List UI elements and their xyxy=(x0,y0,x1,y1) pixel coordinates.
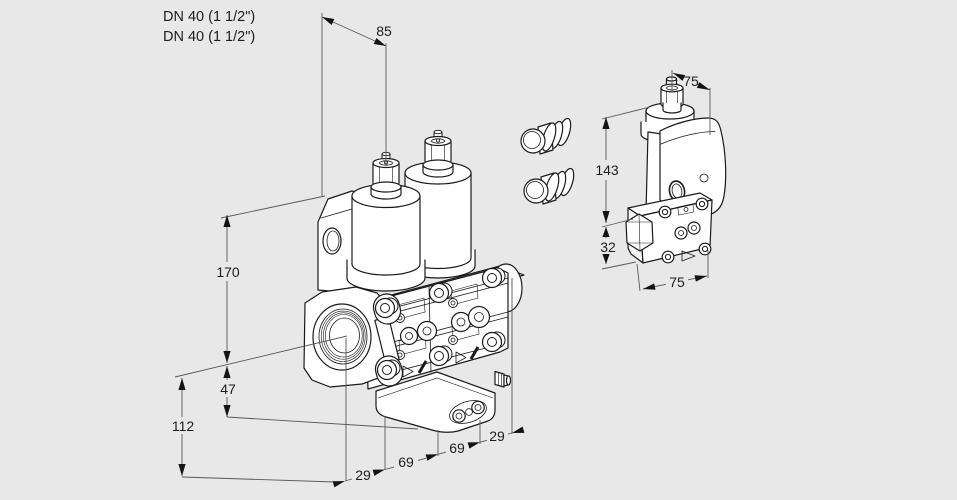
dn-label-2: DN 40 (1 1/2") xyxy=(163,29,255,45)
dim-69-right-label: 69 xyxy=(449,440,465,456)
dim-112-label: 112 xyxy=(172,418,195,434)
sealing-plug-1 xyxy=(520,116,574,155)
dim-69-left-label: 69 xyxy=(398,454,414,470)
dimension-170: 170 xyxy=(216,215,240,363)
sealing-plugs xyxy=(520,116,577,205)
dim-29-right-label: 29 xyxy=(489,428,505,444)
dimension-32: 32 xyxy=(600,227,616,264)
dim-47-label: 47 xyxy=(220,381,236,397)
dim-170-label: 170 xyxy=(216,264,240,280)
dim-75-bottom-label: 75 xyxy=(669,274,685,290)
dimension-75-bottom: 75 xyxy=(642,274,708,290)
dimension-75-top: 75 xyxy=(672,72,711,91)
thread-lines xyxy=(320,310,366,362)
dimension-112: 112 xyxy=(172,378,195,476)
dim-85-label: 85 xyxy=(376,23,392,39)
sealing-plug-2 xyxy=(523,166,577,205)
dn-label-1: DN 40 (1 1/2") xyxy=(163,9,255,25)
indicator-recess xyxy=(449,400,487,424)
dim-143-label: 143 xyxy=(595,162,619,178)
flow-arrow-icon xyxy=(455,351,467,364)
valve-body-hardware xyxy=(395,267,506,378)
dim-29-left-label: 29 xyxy=(355,467,371,483)
side-view-valve xyxy=(625,76,727,264)
connection-size-labels: DN 40 (1 1/2") DN 40 (1 1/2") xyxy=(163,9,255,45)
flow-arrow-icon xyxy=(681,250,696,262)
pressure-switch-box xyxy=(375,371,496,433)
dimension-annotations-side: 75 143 32 75 xyxy=(595,70,711,292)
solenoid-2-cap xyxy=(422,129,454,178)
side-valve-cap xyxy=(660,76,684,114)
dim-32-label: 32 xyxy=(600,239,616,255)
dimension-47: 47 xyxy=(220,366,236,417)
main-valve-assembly xyxy=(303,129,525,433)
dimension-143: 143 xyxy=(595,117,619,223)
dimension-bottom-chain: 29 69 69 29 xyxy=(332,426,525,488)
solenoid-actuator-1 xyxy=(346,151,426,292)
dim-75-top-label: 75 xyxy=(683,73,699,89)
flow-slash-mark xyxy=(469,346,480,360)
dimension-annotations-main: 85 170 47 112 xyxy=(172,13,525,488)
bracket-hole xyxy=(322,227,342,255)
side-valve-body xyxy=(625,192,713,264)
flow-slash-mark xyxy=(417,360,428,374)
port-bore xyxy=(329,317,360,354)
dimension-85: 85 xyxy=(321,16,392,47)
test-nipple xyxy=(494,370,512,388)
